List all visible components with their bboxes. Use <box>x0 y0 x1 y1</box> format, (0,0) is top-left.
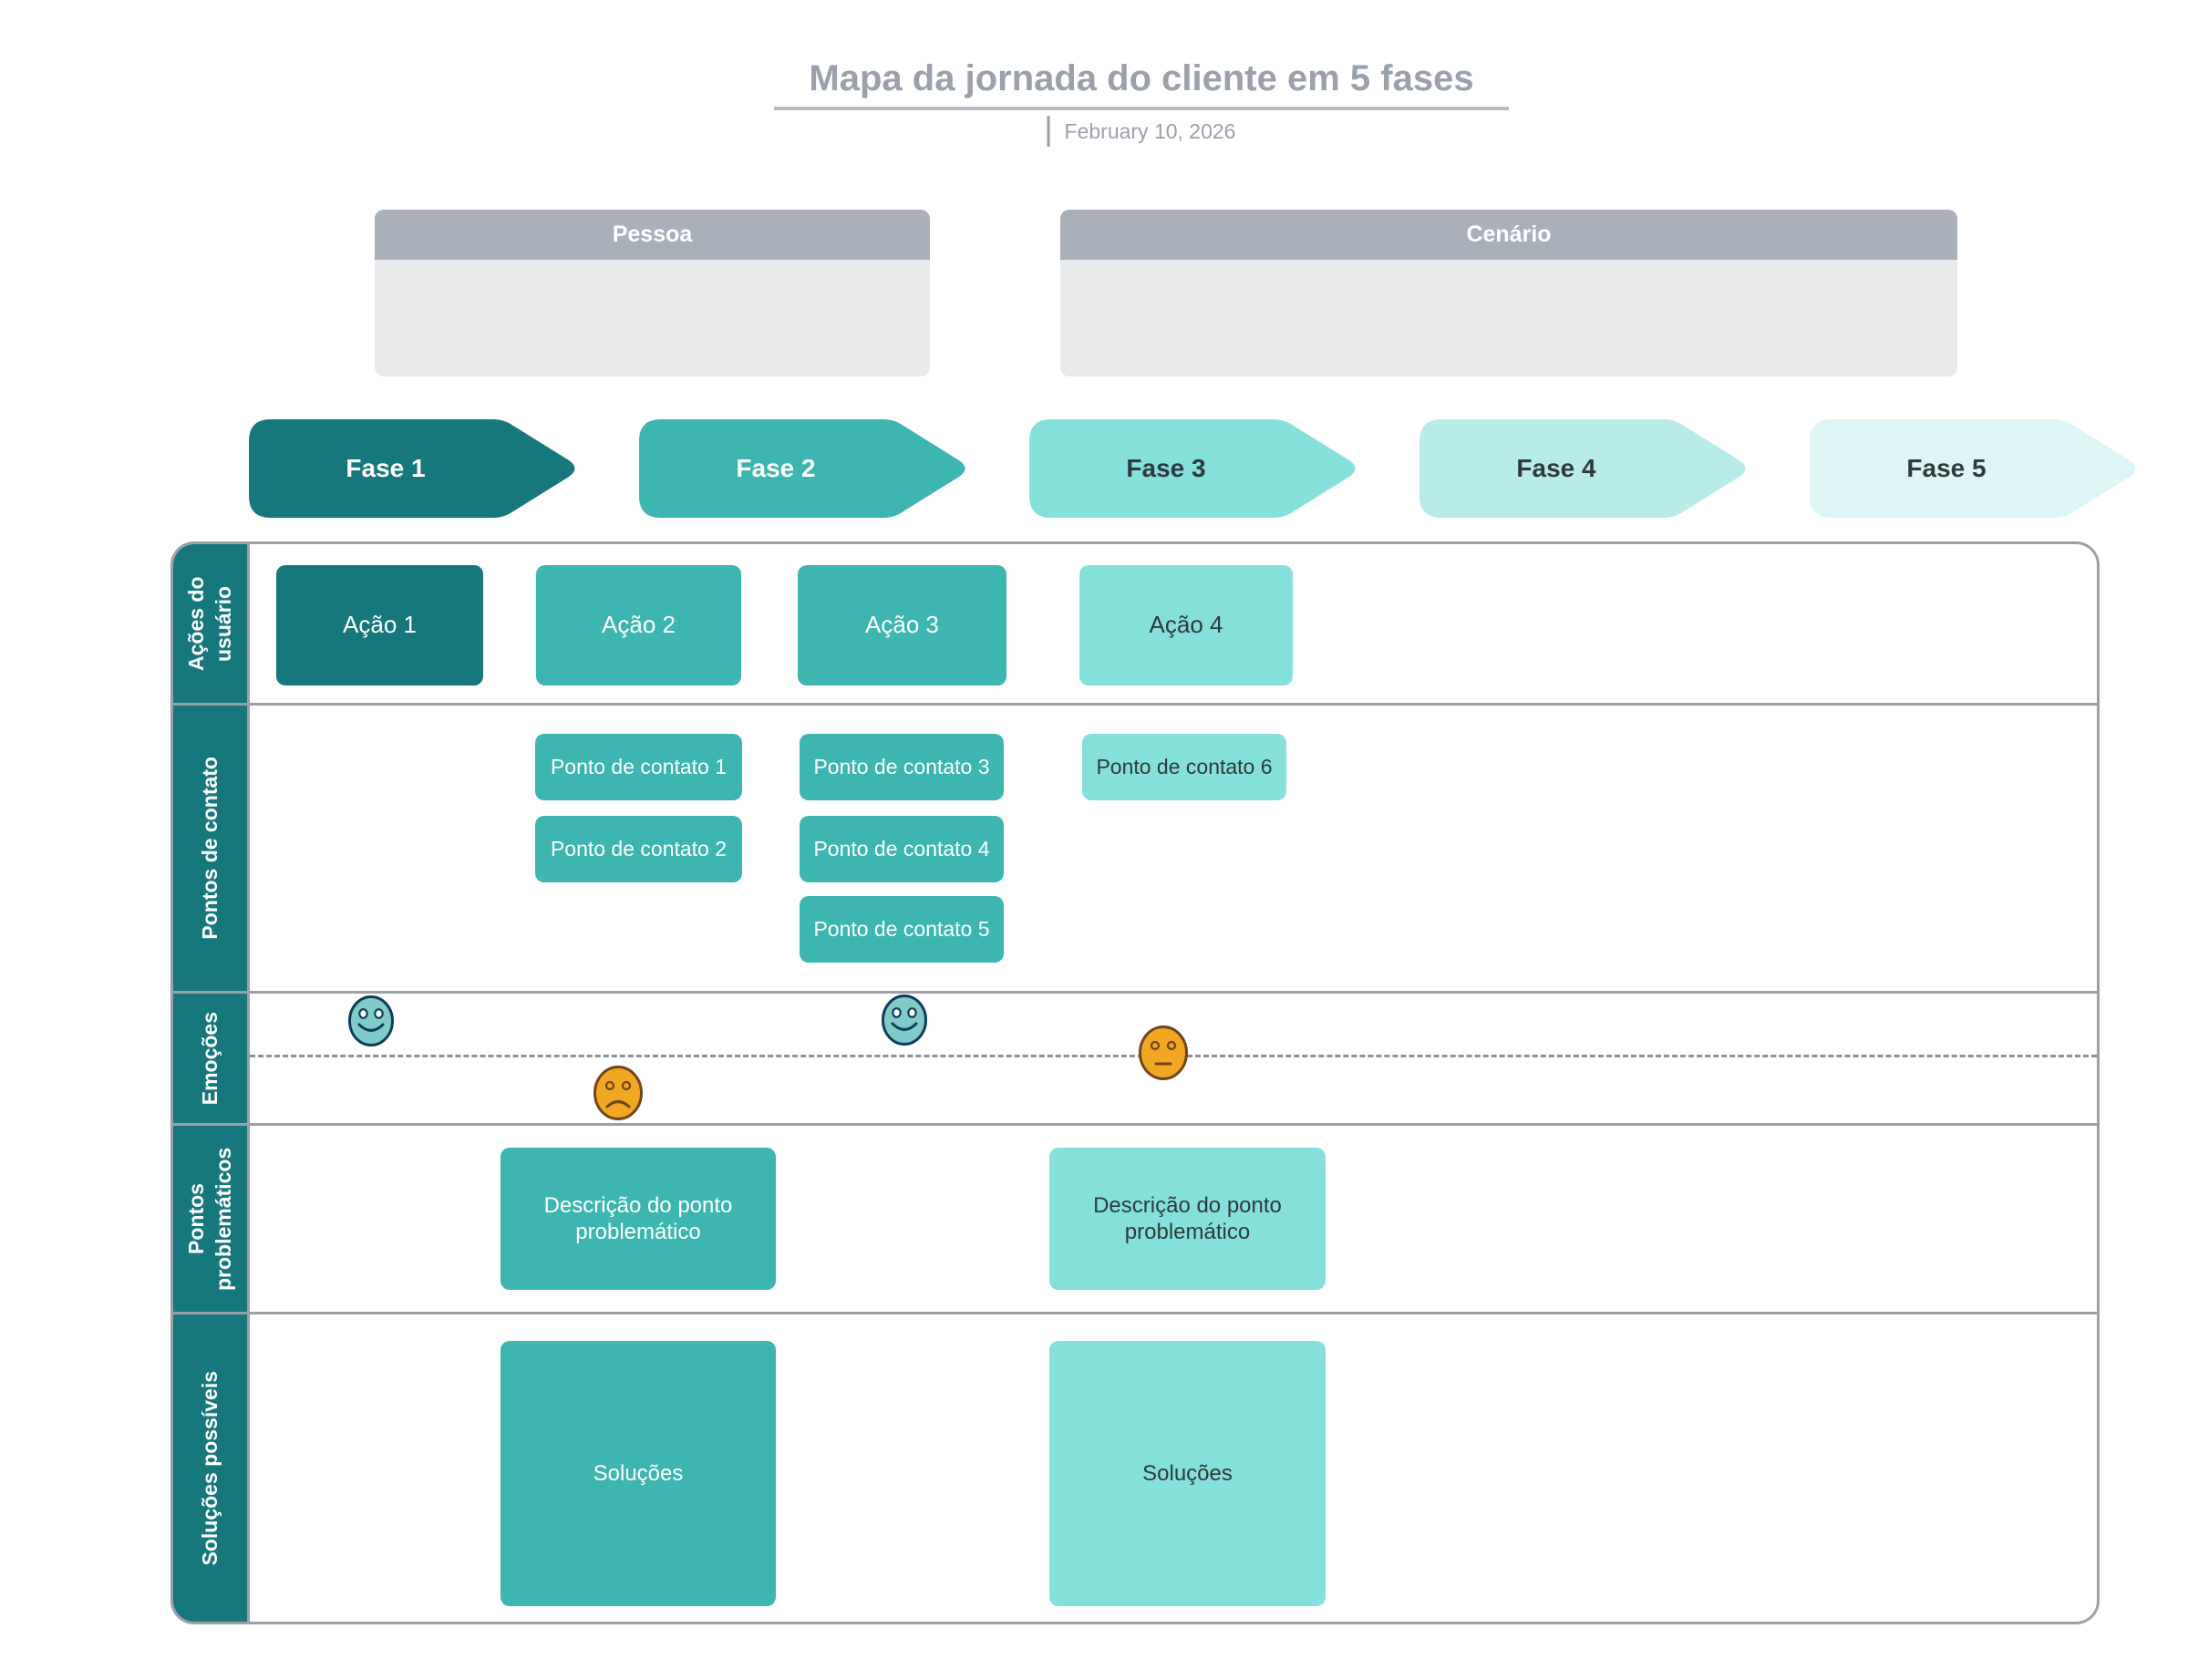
action-box-2[interactable]: Ação 2 <box>536 565 741 685</box>
date-row: February 10, 2026 <box>1047 116 1236 147</box>
cenario-card-header: Cenário <box>1060 210 1957 260</box>
phase-label: Fase 1 <box>346 454 426 482</box>
row-header-pontos-de-contato[interactable]: Pontos de contato <box>173 706 250 991</box>
row-label: Pontos de contato <box>197 757 222 940</box>
row-label: Emoções <box>197 1011 222 1106</box>
pessoa-card-header: Pessoa <box>375 210 930 260</box>
touchpoint-label: Ponto de contato 1 <box>550 755 728 779</box>
row-header-pontos-problematicos[interactable]: Pontos problemáticos <box>173 1126 250 1312</box>
arrow-shape-icon <box>1419 419 1746 518</box>
date-label: February 10, 2026 <box>1064 119 1236 143</box>
phase-label: Fase 3 <box>1126 454 1206 482</box>
phase-label: Fase 2 <box>736 454 816 482</box>
row-label: Soluções possíveis <box>197 1370 222 1566</box>
action-label: Ação 2 <box>602 611 676 639</box>
row-emocoes: Emoções <box>173 994 2097 1126</box>
pain-point-box-1[interactable]: Descrição do ponto problemático <box>501 1148 776 1290</box>
pain-point-label: Descrição do ponto problemático <box>1093 1192 1282 1244</box>
touchpoint-label: Ponto de contato 4 <box>813 837 990 861</box>
pain-point-label: Descrição do ponto problemático <box>543 1192 733 1244</box>
grid-content-layer: Ação 1 Ação 2 Ação 3 Ação 4 Ponto de con… <box>173 544 2097 1622</box>
touchpoint-label: Ponto de contato 2 <box>550 837 728 861</box>
neutral-face-icon[interactable] <box>1138 1025 1189 1081</box>
action-label: Ação 3 <box>865 611 939 639</box>
row-acoes-do-usuario: Ações do usuário <box>173 544 2097 706</box>
action-box-3[interactable]: Ação 3 <box>798 565 1006 685</box>
row-header-solucoes-possiveis[interactable]: Soluções possíveis <box>173 1314 250 1622</box>
touchpoint-label: Ponto de contato 3 <box>813 755 990 779</box>
arrow-shape-icon <box>1029 419 1356 518</box>
solution-label: Soluções <box>1142 1460 1233 1486</box>
touchpoint-label: Ponto de contato 6 <box>1096 755 1273 779</box>
solution-box-1[interactable]: Soluções <box>501 1341 776 1606</box>
cenario-card-body[interactable] <box>1060 260 1957 376</box>
page-title: Mapa da jornada do cliente em 5 fases <box>809 58 1474 98</box>
touchpoint-label: Ponto de contato 5 <box>813 917 990 942</box>
touchpoint-box-4[interactable]: Ponto de contato 4 <box>800 816 1004 882</box>
journey-grid: Ações do usuário Pontos de contato Emoçõ… <box>170 541 2100 1624</box>
phase-label: Fase 4 <box>1516 454 1596 482</box>
touchpoint-box-2[interactable]: Ponto de contato 2 <box>535 816 742 882</box>
phase-arrow-fase-4[interactable]: Fase 4 <box>1419 419 1748 518</box>
row-pontos-de-contato: Pontos de contato <box>173 706 2097 994</box>
arrow-shape-icon <box>639 419 965 518</box>
sad-face-icon[interactable] <box>593 1065 644 1121</box>
row-label: Ações do usuário <box>183 576 235 671</box>
pain-point-box-2[interactable]: Descrição do ponto problemático <box>1049 1148 1326 1290</box>
phase-label: Fase 5 <box>1906 454 1987 482</box>
phase-arrow-fase-2[interactable]: Fase 2 <box>639 419 967 518</box>
arrow-shape-icon <box>249 419 575 518</box>
touchpoint-box-6[interactable]: Ponto de contato 6 <box>1082 734 1286 800</box>
happy-face-icon[interactable] <box>881 994 928 1046</box>
touchpoint-box-3[interactable]: Ponto de contato 3 <box>800 734 1004 800</box>
row-pontos-problematicos: Pontos problemáticos <box>173 1126 2097 1314</box>
solution-label: Soluções <box>593 1460 684 1486</box>
action-label: Ação 1 <box>343 611 417 639</box>
row-header-emocoes[interactable]: Emoções <box>173 994 250 1123</box>
date-divider <box>1047 116 1050 147</box>
phase-arrow-fase-1[interactable]: Fase 1 <box>249 419 577 518</box>
happy-face-icon[interactable] <box>347 995 395 1047</box>
action-box-1[interactable]: Ação 1 <box>276 565 483 685</box>
touchpoint-box-5[interactable]: Ponto de contato 5 <box>800 896 1004 963</box>
pessoa-card[interactable]: Pessoa <box>375 210 930 376</box>
row-header-acoes-do-usuario[interactable]: Ações do usuário <box>173 544 250 703</box>
row-solucoes-possiveis: Soluções possíveis <box>173 1314 2097 1622</box>
row-label: Pontos problemáticos <box>183 1147 235 1291</box>
solution-box-2[interactable]: Soluções <box>1049 1341 1326 1606</box>
cenario-card[interactable]: Cenário <box>1060 210 1957 376</box>
action-label: Ação 4 <box>1149 611 1223 639</box>
pessoa-card-body[interactable] <box>375 260 930 376</box>
arrow-shape-icon <box>1810 419 2136 518</box>
phase-arrow-fase-3[interactable]: Fase 3 <box>1029 419 1357 518</box>
action-box-4[interactable]: Ação 4 <box>1079 565 1293 685</box>
touchpoint-box-1[interactable]: Ponto de contato 1 <box>535 734 742 800</box>
title-underline <box>774 107 1509 110</box>
phase-arrow-fase-5[interactable]: Fase 5 <box>1810 419 2138 518</box>
